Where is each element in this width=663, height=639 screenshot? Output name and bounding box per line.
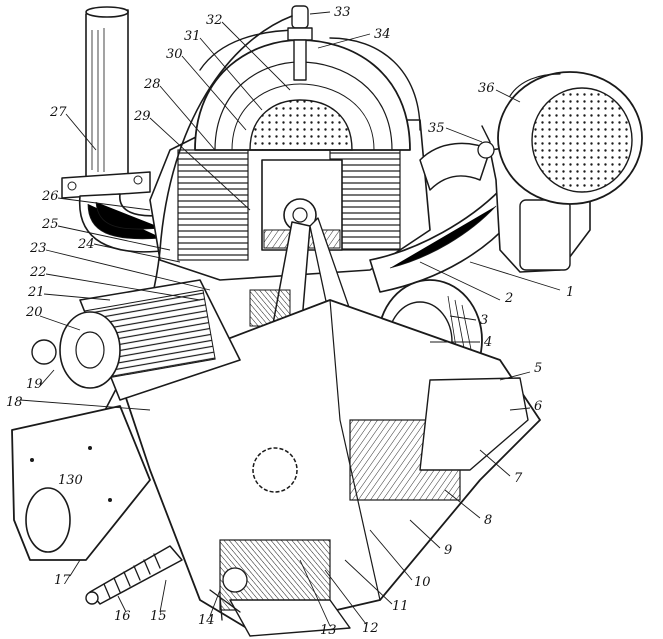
callout-36: 36 [478, 81, 495, 96]
callout-26: 26 [41, 189, 59, 204]
callout-6: 6 [534, 399, 542, 414]
piston-connecting-rod [249, 159, 351, 384]
callout-24: 24 [77, 237, 95, 252]
callout-11: 11 [392, 599, 409, 614]
callout-labels: 1 2 3 4 5 6 7 8 9 10 11 12 13 14 15 16 1… [6, 5, 574, 638]
leader-lines [19, 11, 561, 627]
callout-10: 10 [414, 575, 431, 590]
callout-25: 25 [41, 217, 59, 232]
callout-22: 22 [29, 265, 47, 280]
cylinder-head [194, 29, 421, 151]
callout-19: 19 [26, 377, 43, 392]
callout-8: 8 [484, 513, 492, 528]
crankcase [119, 299, 541, 637]
exhaust-pipe [61, 6, 173, 253]
callout-33: 33 [334, 5, 351, 20]
callout-27: 27 [49, 105, 67, 120]
callout-12: 12 [362, 621, 379, 636]
callout-30: 30 [166, 47, 183, 62]
gear-train [209, 447, 298, 621]
callout-23: 23 [29, 241, 47, 256]
callout-35: 35 [428, 121, 445, 136]
callout-1: 1 [566, 285, 574, 300]
callout-9: 9 [444, 543, 452, 558]
intake-manifold [369, 142, 521, 293]
callout-17: 17 [54, 573, 71, 588]
callout-34: 34 [374, 27, 391, 42]
callout-15: 15 [150, 609, 167, 624]
callout-13: 13 [320, 623, 337, 638]
callout-16: 16 [114, 609, 131, 624]
generator [31, 279, 241, 401]
air-filter [497, 71, 643, 205]
callout-28: 28 [143, 77, 161, 92]
callout-21: 21 [27, 285, 45, 300]
callout-20: 20 [25, 305, 43, 320]
callout-18: 18 [6, 395, 23, 410]
housing-plate-text: 130 [58, 473, 83, 488]
callout-5: 5 [534, 361, 542, 376]
callout-14: 14 [198, 613, 215, 628]
callout-29: 29 [133, 109, 151, 124]
callout-4: 4 [483, 335, 492, 350]
starter-housing: 130 [11, 405, 151, 561]
callout-2: 2 [504, 291, 513, 306]
kickstart-spring [85, 545, 183, 605]
callout-32: 32 [206, 13, 223, 28]
callout-7: 7 [514, 471, 523, 486]
callout-31: 31 [184, 29, 201, 44]
callout-3: 3 [480, 313, 488, 328]
